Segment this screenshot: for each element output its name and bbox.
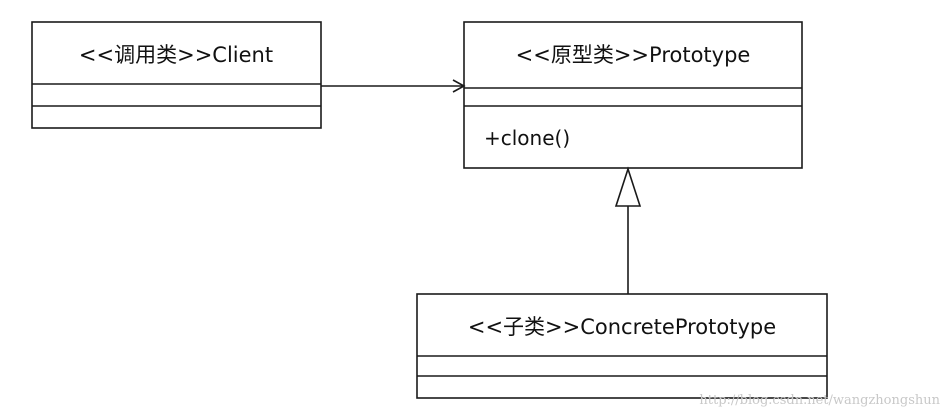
generalization-triangle-icon xyxy=(614,166,642,207)
concrete-class-box: <<子类>>ConcretePrototype xyxy=(416,293,828,399)
prototype-class-title: <<原型类>>Prototype xyxy=(516,43,751,67)
concrete-class-frame xyxy=(416,293,828,399)
prototype-class-frame xyxy=(463,21,803,169)
concrete-class-title: <<子类>>ConcretePrototype xyxy=(468,315,776,339)
client-class-box: <<调用类>>Client xyxy=(31,21,322,129)
client-class-frame xyxy=(31,21,322,129)
client-class-title: <<调用类>>Client xyxy=(79,43,273,67)
prototype-class-box: <<原型类>>Prototype +clone() xyxy=(463,21,803,169)
prototype-clone-operation: +clone() xyxy=(484,126,570,150)
watermark-text: http://blog.csdn.net/wangzhongshun xyxy=(699,393,940,408)
